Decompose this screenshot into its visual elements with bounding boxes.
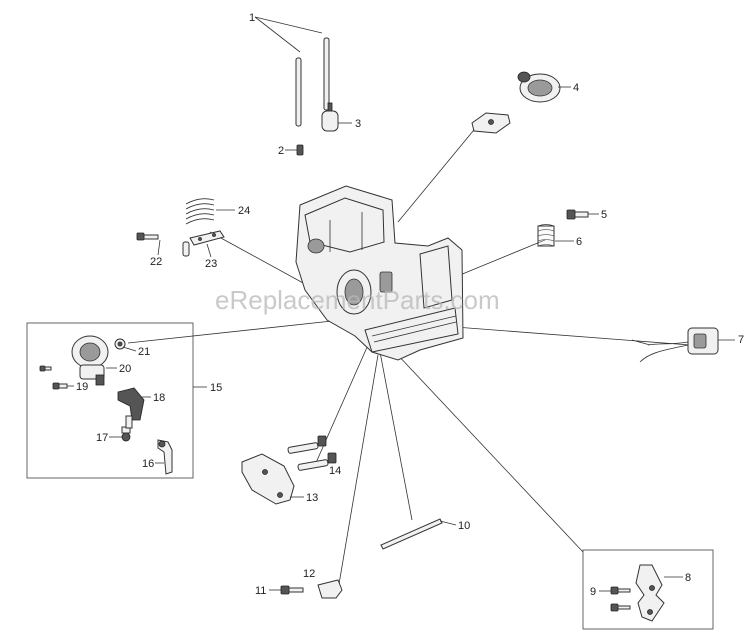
callout-1: 1 — [249, 12, 255, 24]
part-10-rod — [380, 518, 443, 550]
callout-13: 13 — [306, 492, 318, 504]
callout-3: 3 — [355, 118, 361, 130]
callout-19: 19 — [76, 381, 88, 393]
callout-17: 17 — [96, 432, 108, 444]
callout-4: 4 — [573, 82, 579, 94]
part-4-cap — [471, 71, 561, 134]
callouts: 1 2 3 4 5 6 7 8 9 10 11 12 13 14 15 16 1… — [67, 12, 744, 598]
part-22-bolt — [136, 232, 190, 257]
part-16-bracket — [157, 439, 173, 475]
part-8-plate — [635, 564, 665, 622]
part-2-fitting — [296, 144, 304, 156]
watermark: eReplacementParts.com — [215, 285, 500, 315]
part-13-plate — [241, 453, 295, 505]
callout-15: 15 — [210, 382, 222, 394]
group-box-15 — [26, 322, 194, 479]
callout-20: 20 — [119, 363, 131, 375]
callout-6: 6 — [576, 236, 582, 248]
crankcase — [295, 185, 464, 361]
part-24-spring — [185, 198, 215, 225]
leader-lines — [127, 16, 691, 591]
part-23-bracket — [189, 230, 225, 246]
callout-12: 12 — [303, 568, 315, 580]
callout-2: 2 — [278, 145, 284, 157]
part-7-switch — [631, 327, 719, 363]
callout-11: 11 — [255, 585, 266, 597]
callout-14: 14 — [329, 465, 341, 477]
callout-16: 16 — [142, 458, 154, 470]
callout-21: 21 — [138, 346, 150, 358]
part-9-screws — [610, 586, 631, 612]
callout-18: 18 — [153, 392, 165, 404]
part-3-filter — [321, 102, 339, 132]
part-18-lever — [117, 387, 145, 429]
callout-5: 5 — [601, 209, 607, 221]
part-14-studs — [287, 435, 337, 471]
part-20-pump — [71, 335, 109, 386]
part-11-screw — [280, 585, 304, 595]
callout-10: 10 — [458, 520, 470, 532]
callout-23: 23 — [205, 258, 217, 270]
part-5-bolt — [566, 209, 589, 220]
callout-22: 22 — [150, 256, 162, 268]
part-21-nut — [114, 338, 126, 350]
part-17-fitting — [121, 426, 131, 442]
part-19-screw — [39, 365, 68, 390]
callout-7: 7 — [738, 334, 744, 346]
callout-9: 9 — [590, 586, 596, 598]
group-box-8 — [582, 549, 714, 630]
part-6-spring — [537, 224, 555, 247]
part-1-rods — [295, 37, 330, 127]
callout-24: 24 — [238, 205, 250, 217]
part-12-clip — [317, 579, 343, 599]
callout-8: 8 — [685, 572, 691, 584]
